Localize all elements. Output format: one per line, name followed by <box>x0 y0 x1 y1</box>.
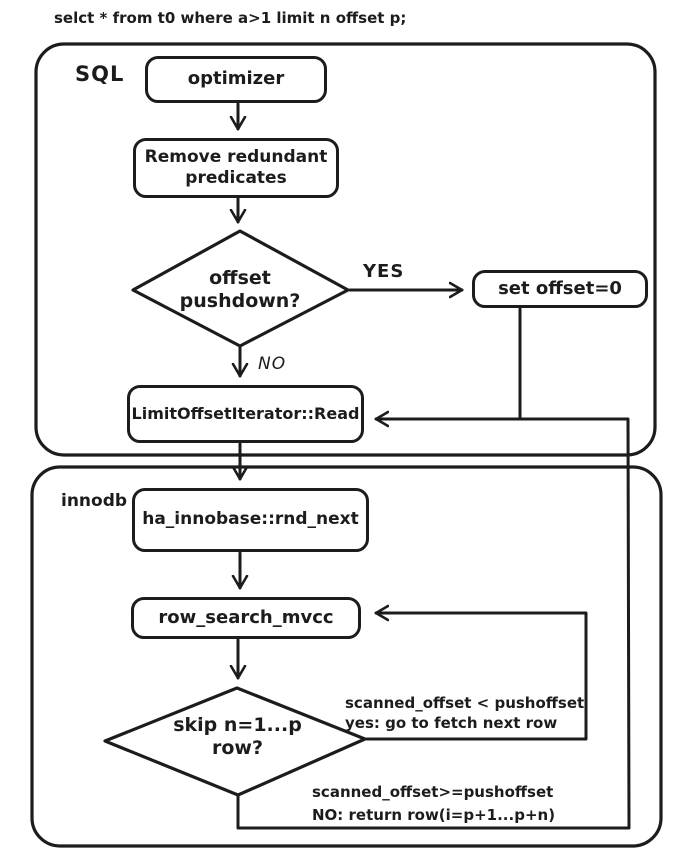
skip-rows-line1: skip n=1...p <box>173 713 302 736</box>
remove-redundant-line1: Remove redundant <box>144 146 328 167</box>
innodb-container-outline <box>30 465 663 848</box>
ha-innobase-rnd-next-node: ha_innobase::rnd_next <box>132 488 369 552</box>
remove-redundant-predicates-node: Remove redundant predicates <box>133 138 339 198</box>
offset-pushdown-decision-shape <box>131 229 350 348</box>
return-condition-line2: NO: return row(i=p+1...p+n) <box>312 805 556 824</box>
sql-query-text: selct * from t0 where a>1 limit n offset… <box>54 9 407 27</box>
offset-pushdown-decision-label: offset pushdown? <box>160 261 320 319</box>
skip-rows-line2: row? <box>212 737 263 759</box>
return-condition-line1: scanned_offset>=pushoffset <box>312 783 554 801</box>
skip-rows-decision-label: skip n=1...p row? <box>145 707 330 767</box>
loop-condition-line1: scanned_offset < pushoffset <box>345 694 585 712</box>
row-search-mvcc-label: row_search_mvcc <box>158 606 334 628</box>
limit-offset-iterator-read-node: LimitOffsetIterator::Read <box>127 385 364 443</box>
loop-condition-annotation: scanned_offset < pushoffset yes: go to f… <box>345 693 585 734</box>
optimizer-node-label: optimizer <box>187 68 285 90</box>
optimizer-node: optimizer <box>145 56 327 103</box>
loop-condition-line2: yes: go to fetch next row <box>345 714 558 733</box>
row-search-mvcc-node: row_search_mvcc <box>131 597 361 639</box>
sql-container-outline <box>34 42 657 457</box>
edge-return-row-to-read <box>236 419 631 830</box>
offset-pushdown-line2: pushdown? <box>179 290 301 312</box>
yes-edge-label: YES <box>363 261 405 282</box>
offset-pushdown-line1: offset <box>209 266 271 289</box>
remove-redundant-line2: predicates <box>185 168 287 188</box>
set-offset-zero-node: set offset=0 <box>472 270 648 308</box>
no-edge-label: NO <box>258 354 287 374</box>
limit-offset-iterator-read-label: LimitOffsetIterator::Read <box>131 404 360 423</box>
edge-skip-yes-loop-to-rowsearch <box>365 613 588 741</box>
sql-section-label: SQL <box>75 62 125 86</box>
innodb-section-label: innodb <box>61 491 128 511</box>
set-offset-zero-label: set offset=0 <box>498 277 622 299</box>
ha-innobase-rnd-next-label: ha_innobase::rnd_next <box>142 509 359 530</box>
return-condition-annotation: scanned_offset>=pushoffset NO: return ro… <box>312 781 555 826</box>
skip-rows-decision-shape <box>103 686 367 797</box>
